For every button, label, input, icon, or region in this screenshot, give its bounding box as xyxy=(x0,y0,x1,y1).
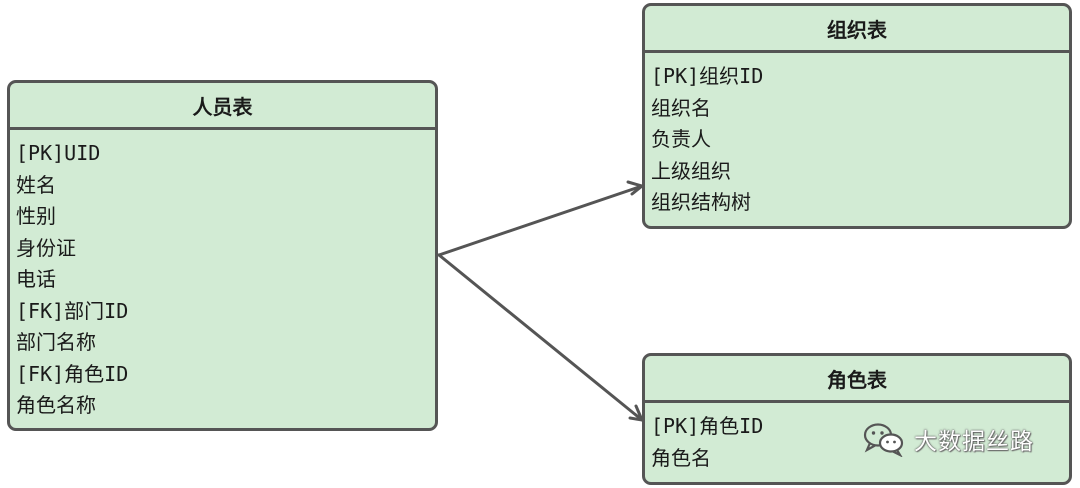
field-dept-name: 部门名称 xyxy=(16,330,96,354)
field-owner: 负责人 xyxy=(651,127,711,151)
connector-person-role xyxy=(437,253,644,422)
entity-title: 组织表 xyxy=(645,6,1069,53)
field-org-tree: 组织结构树 xyxy=(651,190,751,214)
entity-person-table[interactable]: 人员表 [PK]UID 姓名 性别 身份证 电话 [FK]部门ID 部门名称 [… xyxy=(7,80,438,431)
field-phone: 电话 xyxy=(16,267,56,291)
field-role-id: [FK]角色ID xyxy=(16,361,129,386)
entity-field-list: [PK]组织ID 组织名 负责人 上级组织 组织结构树 xyxy=(645,53,1069,219)
field-role-id: [PK]角色ID xyxy=(651,414,764,438)
watermark-text: 大数据丝路 xyxy=(914,429,1034,455)
field-org-id: [PK]组织ID xyxy=(651,64,764,88)
entity-title: 人员表 xyxy=(10,83,435,130)
entity-role-table[interactable]: 角色表 [PK]角色ID 角色名 xyxy=(642,353,1072,485)
entity-org-table[interactable]: 组织表 [PK]组织ID 组织名 负责人 上级组织 组织结构树 xyxy=(642,3,1072,229)
field-role-name: 角色名 xyxy=(651,445,711,470)
field-uid: [PK]UID xyxy=(16,141,101,165)
entity-title: 角色表 xyxy=(645,356,1069,403)
field-org-name: 组织名 xyxy=(651,95,711,120)
field-name: 姓名 xyxy=(16,172,56,197)
entity-field-list: [PK]UID 姓名 性别 身份证 电话 [FK]部门ID 部门名称 [FK]角… xyxy=(10,130,435,422)
connector-person-org xyxy=(437,184,644,257)
field-role-name: 角色名称 xyxy=(16,393,96,417)
wechat-icon xyxy=(863,423,904,457)
field-id-card: 身份证 xyxy=(16,235,76,260)
field-dept-id: [FK]部门ID xyxy=(16,298,129,323)
field-parent-org: 上级组织 xyxy=(651,158,731,183)
field-gender: 性别 xyxy=(16,204,56,228)
watermark: 大数据丝路 xyxy=(862,421,1034,457)
entity-field-list: [PK]角色ID 角色名 xyxy=(645,403,1069,474)
